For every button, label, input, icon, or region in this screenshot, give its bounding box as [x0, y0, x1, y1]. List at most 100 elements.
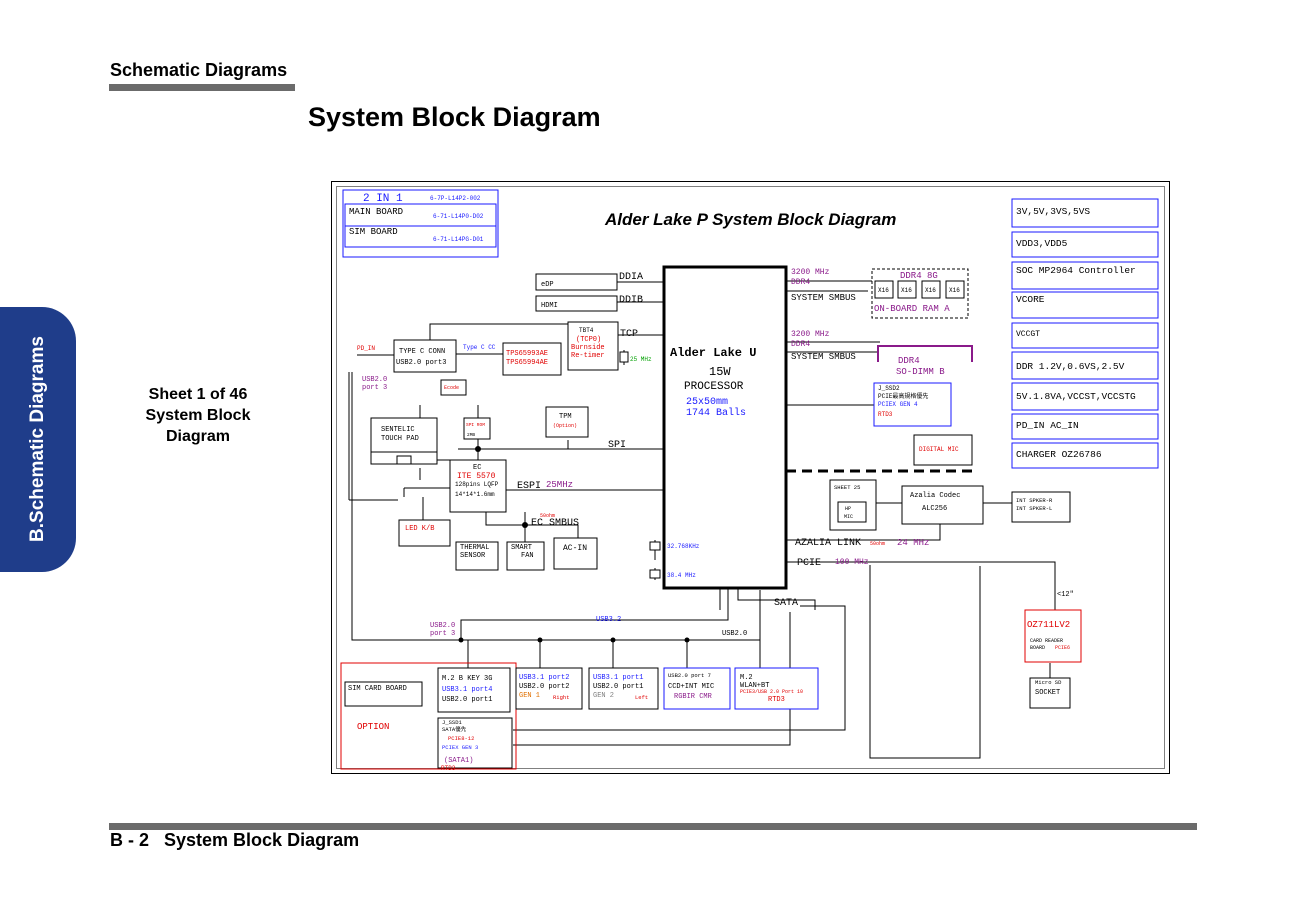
speaker-left: INT SPKER-L [1016, 505, 1052, 512]
main-board-part: 6-71-L14P0-D02 [433, 213, 484, 220]
side-tab-label: B.Schematic Diagrams [27, 336, 48, 542]
power-item: 3V,5V,3VS,5VS [1016, 206, 1090, 217]
m2b-line3: USB2.0 port1 [442, 696, 492, 704]
boards-header-part: 6-7P-L14P2-002 [430, 195, 481, 202]
ec-package-2: 14*14*1.6mm [455, 491, 495, 498]
sheet-title-line1: System Block [145, 407, 251, 424]
espi-freq: 25MHz [546, 480, 573, 490]
card-reader-line2: BOARD [1030, 645, 1045, 651]
wlan-line2: WLAN+BT [740, 682, 769, 690]
sheet-title-line2: Diagram [165, 428, 231, 445]
spi-label: SPI [608, 440, 626, 451]
pd-controller-2: TPS65994AE [506, 359, 548, 367]
boards-legend: 2 IN 1 6-7P-L14P2-002 MAIN BOARD 6-71-L1… [342, 189, 499, 258]
card-reader-line1: CARD READER [1030, 638, 1063, 644]
cpu-balls: 1744 Balls [686, 407, 746, 419]
power-item: VCCGT [1016, 330, 1040, 339]
usb-right-line2: USB2.0 port2 [519, 683, 569, 691]
azalia-link-label: AZALIA LINK [795, 538, 861, 549]
junction-dots [458, 446, 690, 643]
azalia-ohm: 50ohm [870, 541, 885, 547]
mem-a-title: DDR4 8G [900, 271, 938, 281]
touchpad-label-1: SENTELIC [381, 426, 415, 434]
mem-a-type: DDR4 [791, 278, 810, 287]
power-item: DDR 1.2V,0.6VS,2.5V [1016, 361, 1125, 372]
typec-conn: TYPE C CONN [399, 348, 445, 356]
pd-controller-1: TPS65993AE [506, 350, 548, 358]
codec-chip: ALC256 [922, 505, 947, 513]
sim-board-label: SIM BOARD [349, 227, 398, 237]
main-board-label: MAIN BOARD [349, 207, 403, 217]
audio-sheet-ref: SHEET 25 [834, 484, 860, 491]
espi-label: ESPI [517, 481, 541, 492]
power-item: VCORE [1016, 294, 1045, 305]
tbt-burnside: Burnside [571, 344, 605, 352]
ram-chip: X16 [901, 287, 912, 294]
usb-note-2: port 3 [362, 384, 387, 392]
usb20-label: USB2.0 [722, 630, 747, 638]
mem-a-bus: SYSTEM SMBUS [791, 293, 856, 303]
ssd2-block: J_SSD2 PCIE最高規格優先 PCIEX GEN 4 RTD3 [873, 382, 952, 427]
ecode-label: Ecode [444, 385, 459, 391]
hp-label: HP [845, 506, 851, 512]
ssd2-line3: PCIEX GEN 4 [878, 401, 918, 408]
cpu-block: Alder Lake U 15W PROCESSOR 25x50mm 1744 … [649, 265, 788, 590]
ec-label: EC [473, 464, 481, 472]
wlan-line4: RTD3 [768, 696, 785, 704]
ddib-label: DDIB [619, 295, 643, 306]
bus-labels: PCIE 100 MHz SATA USB3.2 USB2.0 USB2.0 p… [430, 558, 869, 638]
thermal-label-1: THERMAL [460, 544, 489, 552]
ac-in-label: AC-IN [563, 544, 587, 553]
mem-b-bus: SYSTEM SMBUS [791, 352, 856, 362]
power-item: CHARGER OZ26786 [1016, 449, 1102, 460]
pcie-freq: 100 MHz [835, 558, 869, 567]
fan-label-1: SMART [511, 544, 532, 552]
usb-right-line1: USB3.1 port2 [519, 674, 569, 682]
ssd1-line2: SATA優先 [442, 725, 467, 733]
tbt-label: TBT4 [579, 327, 594, 334]
sheet-info: Sheet 1 of 46 System Block Diagram [128, 384, 268, 447]
usb20-port3-line2: port 3 [430, 630, 455, 638]
codec-label: Azalia Codec [910, 492, 960, 500]
power-list: 3V,5V,3VS,5VS VDD3,VDD5 SOC MP2964 Contr… [1011, 198, 1159, 469]
pd-in-label: PD_IN [357, 345, 375, 352]
power-item: SOC MP2964 Controller [1016, 265, 1136, 276]
wlan-line1: M.2 [740, 674, 753, 682]
card-reader-size: <12" [1057, 591, 1074, 599]
sd-socket-line2: SOCKET [1035, 689, 1060, 697]
ec-block: SENTELIC TOUCH PAD Ecode SPI ROM 2MB TPM… [370, 379, 626, 571]
system-block-diagram: 2 IN 1 6-7P-L14P2-002 MAIN BOARD 6-71-L1… [331, 181, 1170, 774]
tbt-crystal: 25 MHz [630, 356, 652, 363]
side-tab[interactable]: B.Schematic Diagrams [0, 307, 76, 572]
footer-rule [109, 823, 1197, 830]
sata-label: SATA [774, 598, 798, 609]
ccd-line2: CCD+INT MIC [668, 683, 714, 691]
power-item: 5V.1.8VA,VCCST,VCCSTG [1016, 391, 1136, 402]
tbt-port: (TCP0) [576, 336, 601, 344]
edp-label: eDP [541, 281, 554, 289]
section-title: Schematic Diagrams [110, 60, 288, 80]
usb-right-line4: Right [553, 694, 570, 701]
sd-socket-line1: Micro SD [1035, 679, 1062, 686]
mem-b-freq: 3200 MHz [791, 330, 830, 339]
boards-header: 2 IN 1 [363, 193, 403, 205]
usb-left-line3: GEN 2 [593, 692, 614, 700]
diagram-inner-frame [336, 186, 1165, 769]
header-rule [109, 84, 295, 91]
ram-chip: X16 [949, 287, 960, 294]
tcp-label: TCP [620, 329, 638, 340]
ec-package-1: 128pins LQFP [455, 481, 499, 488]
wlan-line3: PCIE3/USB 2.0 Port 10 [740, 689, 803, 695]
mem-a-freq: 3200 MHz [791, 268, 830, 277]
cpu-name: Alder Lake U [670, 346, 756, 360]
diagram-frame [331, 181, 1170, 774]
mem-b-label: SO-DIMM B [896, 367, 945, 377]
smbus-ohm: 50ohm [540, 513, 555, 519]
mem-b-type: DDR4 [791, 340, 810, 349]
m2b-line1: M.2 B KEY 3G [442, 675, 492, 683]
audio-block: DIGITAL MIC SHEET 25 HP MIC Azalia Codec… [795, 434, 1071, 549]
mem-b-title: DDR4 [898, 356, 920, 366]
ccd-line3: RGBIR CMR [674, 693, 713, 701]
cpu-size: 25x50mm [686, 397, 728, 408]
fan-label-2: FAN [521, 552, 534, 560]
